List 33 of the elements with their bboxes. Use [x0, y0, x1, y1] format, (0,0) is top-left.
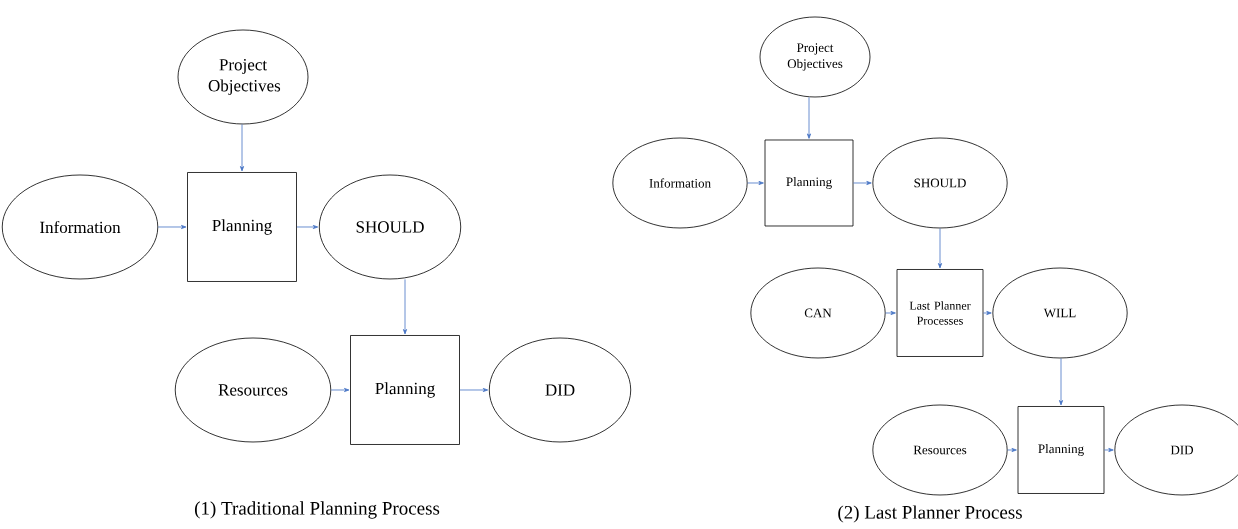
process-box: Planning [350, 335, 460, 445]
arrow [807, 97, 811, 139]
arrow [296, 225, 319, 229]
arrow [1059, 358, 1063, 406]
arrow [403, 279, 407, 335]
arrow [1104, 448, 1114, 452]
caption: (2) Last Planner Process [838, 505, 1022, 523]
arrow [157, 225, 187, 229]
ellipse-node: SHOULD [318, 174, 462, 280]
ellipse-node: Resources [174, 337, 332, 443]
process-box: Last Planner Processes [896, 269, 984, 357]
arrow [240, 124, 244, 172]
process-box: Planning [1017, 406, 1105, 494]
ellipse-node: Information [1, 174, 159, 280]
ellipse-node: WILL [992, 267, 1128, 359]
ellipse-node: Information [612, 137, 748, 229]
ellipse-node: Project Objectives [759, 16, 871, 98]
caption: (1) Traditional Planning Process [194, 501, 440, 519]
ellipse-node: Resources [872, 404, 1008, 496]
ellipse-node: CAN [750, 267, 886, 359]
process-box: Planning [764, 139, 854, 227]
process-box: Planning [187, 172, 297, 282]
arrow [459, 388, 489, 392]
arrow [1007, 448, 1017, 452]
arrow [983, 311, 992, 315]
ellipse-node: Project Objectives [177, 29, 309, 125]
arrow [330, 388, 350, 392]
arrow [885, 311, 896, 315]
arrow [938, 228, 942, 269]
ellipse-node: SHOULD [872, 137, 1008, 229]
ellipse-node: DID [488, 337, 632, 443]
arrow [747, 181, 764, 185]
arrow [853, 181, 872, 185]
